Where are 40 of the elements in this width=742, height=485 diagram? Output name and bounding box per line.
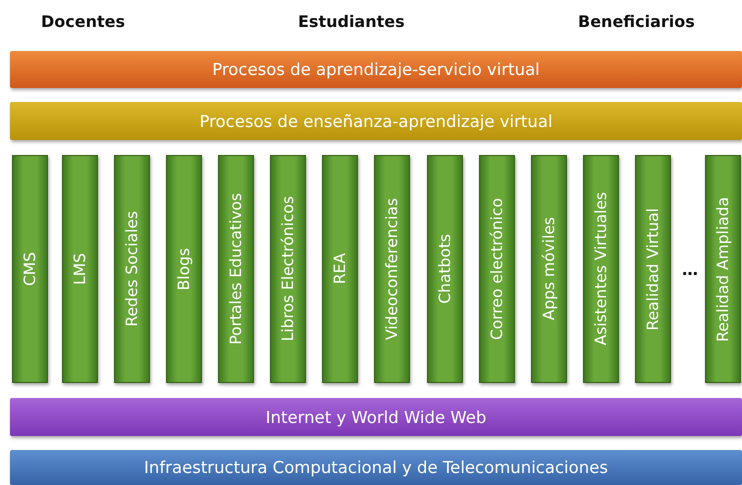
layer-label: LMS: [71, 253, 89, 285]
tool-column: [12, 155, 48, 383]
layer-label: Realidad Ampliada: [714, 196, 732, 342]
layer-label: Correo electrónico: [488, 198, 506, 340]
layer-label: Procesos de enseñanza-aprendizaje virtual: [199, 112, 553, 130]
layer-label: Blogs: [175, 248, 193, 290]
layer-band: [10, 398, 742, 436]
layer-label: Procesos de aprendizaje-servicio virtual: [212, 60, 540, 79]
tool-column: [427, 155, 463, 383]
layer-label: Infraestructura Computacional y de Telecomunicaciones: [144, 458, 608, 477]
tool-column: [531, 155, 567, 383]
layer-band: [10, 51, 742, 88]
tool-column: [218, 155, 254, 383]
tool-column: [166, 155, 202, 383]
tool-column: [705, 155, 741, 383]
audience-heading: Estudiantes: [298, 12, 405, 31]
ellipsis-label: …: [682, 260, 698, 279]
layer-label: REA: [331, 253, 349, 285]
layer-label: Apps móviles: [540, 217, 558, 321]
tool-column: [374, 155, 410, 383]
tool-column: [270, 155, 306, 383]
layer-label: Asistentes Virtuales: [592, 192, 610, 346]
tool-column: [583, 155, 619, 383]
layer-label: CMS: [21, 252, 39, 286]
layer-label: Videoconferencias: [383, 198, 401, 340]
layer-label: Internet y World Wide Web: [266, 408, 486, 426]
tool-column: [322, 155, 358, 383]
tool-column: [62, 155, 98, 383]
layer-label: Chatbots: [436, 234, 454, 304]
layer-label: Libros Electrónicos: [279, 196, 297, 342]
audience-heading: Docentes: [41, 12, 126, 31]
tool-column: [479, 155, 515, 383]
audience-heading: Beneficiarios: [578, 12, 695, 31]
layer-label: Portales Educativos: [227, 193, 245, 345]
tool-column: [114, 155, 150, 383]
layer-band: [10, 102, 742, 140]
layer-band: [10, 450, 742, 485]
layer-label: Realidad Virtual: [644, 208, 662, 330]
tool-column: [635, 155, 671, 383]
layer-label: Redes Sociales: [123, 211, 141, 327]
